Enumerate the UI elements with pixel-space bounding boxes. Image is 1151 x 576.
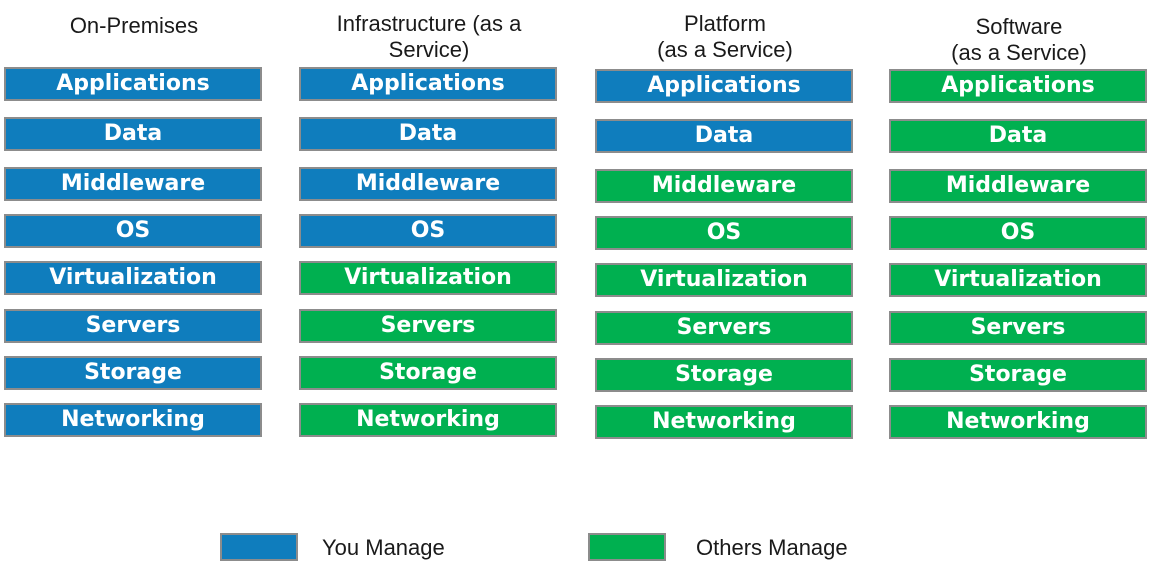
iaas-layer-virtualization: Virtualization <box>299 261 557 295</box>
saas-layer-middleware: Middleware <box>889 169 1147 203</box>
saas-layer-servers: Servers <box>889 311 1147 345</box>
legend-others-manage-label: Others Manage <box>696 535 848 560</box>
paas-layer-networking: Networking <box>595 405 853 439</box>
column-title-paas: Platform (as a Service) <box>657 11 793 62</box>
paas-layer-applications: Applications <box>595 69 853 103</box>
iaas-layer-middleware: Middleware <box>299 167 557 201</box>
paas-layer-data: Data <box>595 119 853 153</box>
iaas-layer-networking: Networking <box>299 403 557 437</box>
saas-layer-os: OS <box>889 216 1147 250</box>
paas-layer-storage: Storage <box>595 358 853 392</box>
saas-layer-networking: Networking <box>889 405 1147 439</box>
on-premises-layer-applications: Applications <box>4 67 262 101</box>
legend-you-manage-label: You Manage <box>322 535 445 560</box>
saas-layer-applications: Applications <box>889 69 1147 103</box>
iaas-layer-storage: Storage <box>299 356 557 390</box>
on-premises-layer-data: Data <box>4 117 262 151</box>
legend-you-manage-swatch <box>220 533 298 561</box>
on-premises-layer-os: OS <box>4 214 262 248</box>
on-premises-layer-middleware: Middleware <box>4 167 262 201</box>
column-title-on-premises: On-Premises <box>69 13 199 38</box>
on-premises-layer-storage: Storage <box>4 356 262 390</box>
on-premises-layer-servers: Servers <box>4 309 262 343</box>
on-premises-layer-networking: Networking <box>4 403 262 437</box>
saas-layer-virtualization: Virtualization <box>889 263 1147 297</box>
saas-layer-data: Data <box>889 119 1147 153</box>
column-title-saas: Software (as a Service) <box>951 14 1087 65</box>
iaas-layer-os: OS <box>299 214 557 248</box>
saas-layer-storage: Storage <box>889 358 1147 392</box>
column-title-iaas: Infrastructure (as a Service) <box>336 11 522 62</box>
iaas-layer-data: Data <box>299 117 557 151</box>
paas-layer-servers: Servers <box>595 311 853 345</box>
legend-others-manage-swatch <box>588 533 666 561</box>
iaas-layer-servers: Servers <box>299 309 557 343</box>
paas-layer-middleware: Middleware <box>595 169 853 203</box>
iaas-layer-applications: Applications <box>299 67 557 101</box>
paas-layer-virtualization: Virtualization <box>595 263 853 297</box>
on-premises-layer-virtualization: Virtualization <box>4 261 262 295</box>
paas-layer-os: OS <box>595 216 853 250</box>
